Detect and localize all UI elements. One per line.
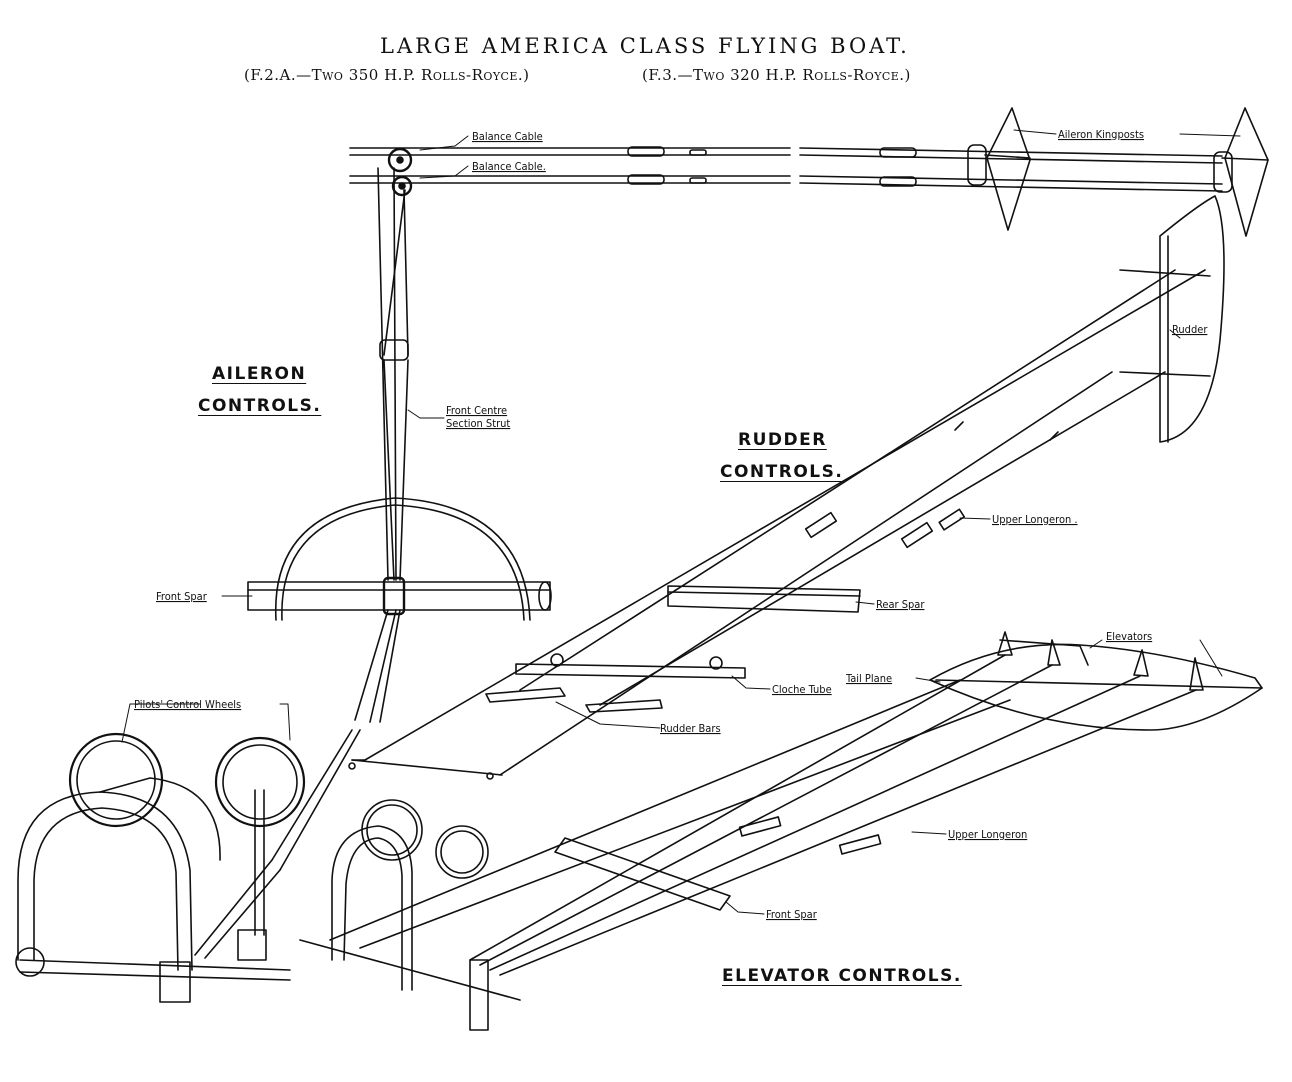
aileron-controls-heading-line2: CONTROLS.: [198, 396, 322, 416]
diagram-title: LARGE AMERICA CLASS FLYING BOAT.: [380, 34, 910, 58]
rudder-cables: [348, 269, 1206, 780]
label-elevators: Elevators: [1106, 630, 1152, 643]
elevator-controls-heading: ELEVATOR CONTROLS.: [722, 966, 962, 986]
label-upper-longeron-2: Upper Longeron: [948, 828, 1027, 841]
label-rudder: Rudder: [1172, 323, 1208, 336]
tail-plane-elevators: [929, 631, 1263, 731]
label-cloche-tube: Cloche Tube: [772, 683, 832, 696]
rudder-controls-heading-line1: RUDDER: [738, 430, 827, 450]
pilots-control-wheels: [68, 732, 306, 961]
label-pilots-control-wheels: Pilots' Control Wheels: [134, 698, 241, 711]
subtitle-f3: (F.3.—Two 320 H.P. Rolls-Royce.): [642, 66, 911, 84]
label-rudder-bars: Rudder Bars: [660, 722, 721, 735]
label-rear-spar: Rear Spar: [876, 598, 925, 611]
label-balance-cable-2: Balance Cable.: [472, 160, 546, 173]
label-balance-cable-1: Balance Cable: [472, 130, 543, 143]
second-control-wheels: [299, 799, 521, 1031]
balance-cables: [349, 146, 1223, 192]
rudder-bars: [485, 687, 663, 713]
leader-lines: [121, 129, 1241, 915]
label-front-centre-line1: Front Centre: [446, 404, 507, 417]
front-centre-section-strut: [377, 167, 409, 581]
aileron-column-cables: [194, 609, 401, 959]
cloche-tube: [515, 653, 746, 679]
aileron-controls-heading-line1: AILERON: [212, 364, 307, 384]
elevator-front-spar: [554, 837, 731, 911]
control-yoke: [15, 777, 291, 1003]
label-aileron-kingposts: Aileron Kingposts: [1058, 128, 1144, 141]
label-upper-longeron-1: Upper Longeron .: [992, 513, 1078, 526]
rear-spar: [667, 585, 861, 613]
aileron-kingposts: [967, 107, 1269, 237]
label-tail-plane: Tail Plane: [845, 672, 892, 685]
rudder-controls-heading-line2: CONTROLS.: [720, 462, 844, 482]
label-front-spar-1: Front Spar: [156, 590, 208, 603]
elevator-cables: [329, 654, 1197, 976]
aileron-front-spar: [247, 576, 552, 616]
label-front-centre-line2: Section Strut: [446, 417, 510, 430]
aileron-pulleys: [387, 147, 413, 197]
aileron-arch: [274, 497, 531, 621]
rudder: [1119, 195, 1225, 443]
label-front-spar-2: Front Spar: [766, 908, 818, 921]
subtitle-f2a: (F.2.A.—Two 350 H.P. Rolls-Royce.): [244, 66, 530, 84]
